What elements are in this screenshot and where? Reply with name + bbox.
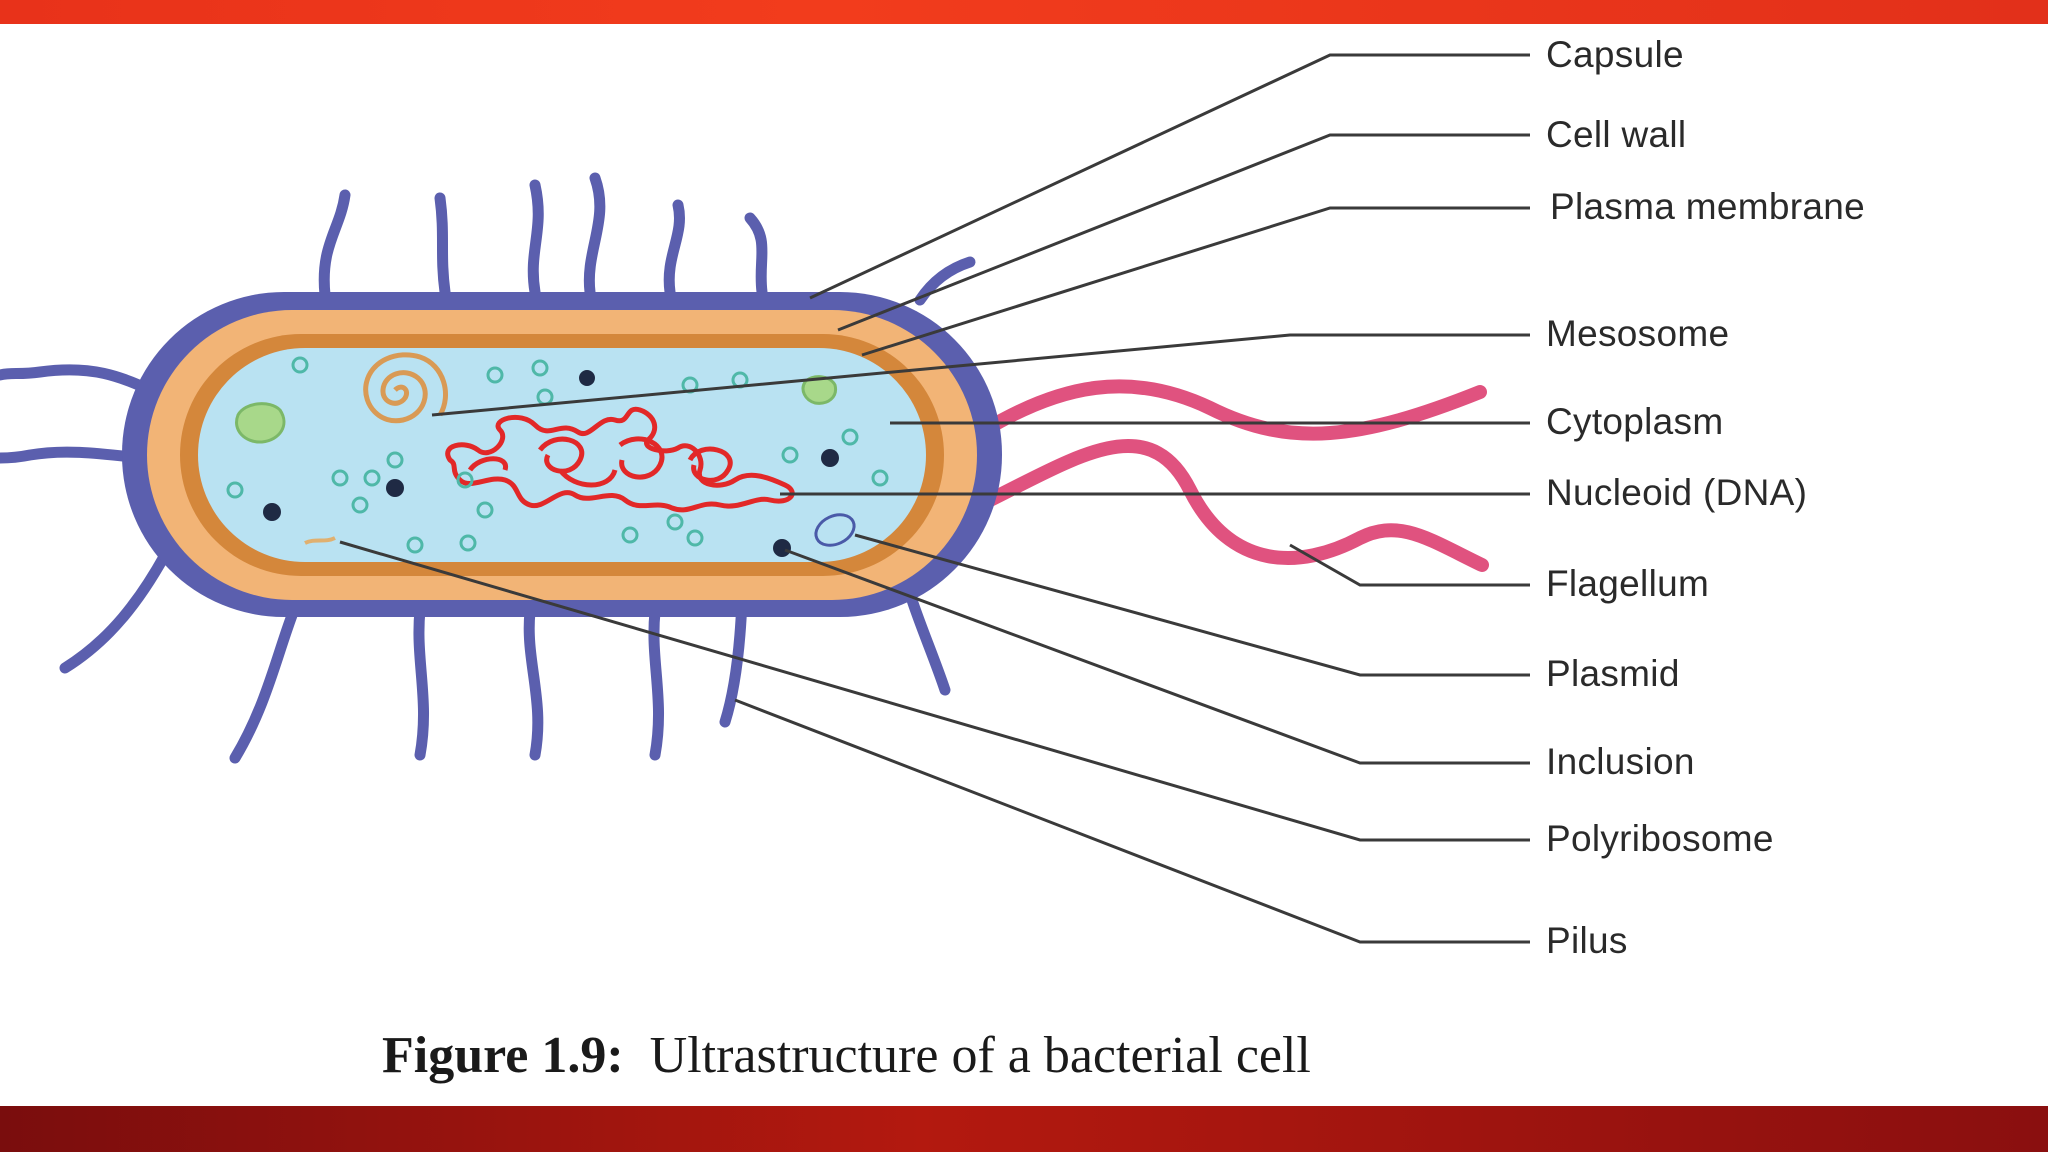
leader-line-polyribosome <box>339 540 1530 842</box>
label-mesosome: Mesosome <box>1546 313 1730 354</box>
leader-line-mesosome <box>431 333 1530 417</box>
leader-line-flagellum <box>1289 543 1530 587</box>
leader-line-plasma-membrane <box>861 206 1530 357</box>
leader-line-capsule <box>809 53 1530 300</box>
leader-line-inclusion <box>784 548 1530 765</box>
label-cytoplasm: Cytoplasm <box>1546 401 1724 442</box>
label-plasmid: Plasmid <box>1546 653 1680 694</box>
flagellum-upper <box>978 379 1487 441</box>
inclusions <box>263 370 839 557</box>
flagella <box>978 379 1489 572</box>
flagellum-lower <box>983 439 1489 572</box>
label-cell-wall: Cell wall <box>1546 114 1687 155</box>
label-flagellum: Flagellum <box>1546 563 1710 604</box>
label-capsule: Capsule <box>1546 34 1684 75</box>
figure-caption: Figure 1.9: Ultrastructure of a bacterial… <box>382 1026 1311 1085</box>
top-accent-bar <box>0 0 2048 24</box>
label-polyribosome: Polyribosome <box>1546 818 1774 859</box>
figure-title: Ultrastructure of a bacterial cell <box>649 1027 1311 1084</box>
leader-line-plasmid <box>854 533 1530 677</box>
leader-line-cell-wall <box>837 133 1530 332</box>
mesosome <box>363 352 448 424</box>
label-nucleoid: Nucleoid (DNA) <box>1546 472 1808 513</box>
nucleoid-dna <box>445 406 795 513</box>
ribosomes <box>226 356 889 554</box>
figure-number: Figure 1.9: <box>382 1027 624 1084</box>
polyribosome <box>304 536 336 545</box>
leader-line-pilus <box>734 698 1530 944</box>
bottom-accent-bar <box>0 1106 2048 1152</box>
label-plasma-membrane: Plasma membrane <box>1550 186 1866 227</box>
label-inclusion: Inclusion <box>1546 741 1695 782</box>
leader-lines <box>339 53 1530 944</box>
label-pilus: Pilus <box>1546 920 1628 961</box>
cytoplasm <box>198 348 926 562</box>
plasmid <box>814 513 856 547</box>
storage-granules <box>235 375 838 444</box>
